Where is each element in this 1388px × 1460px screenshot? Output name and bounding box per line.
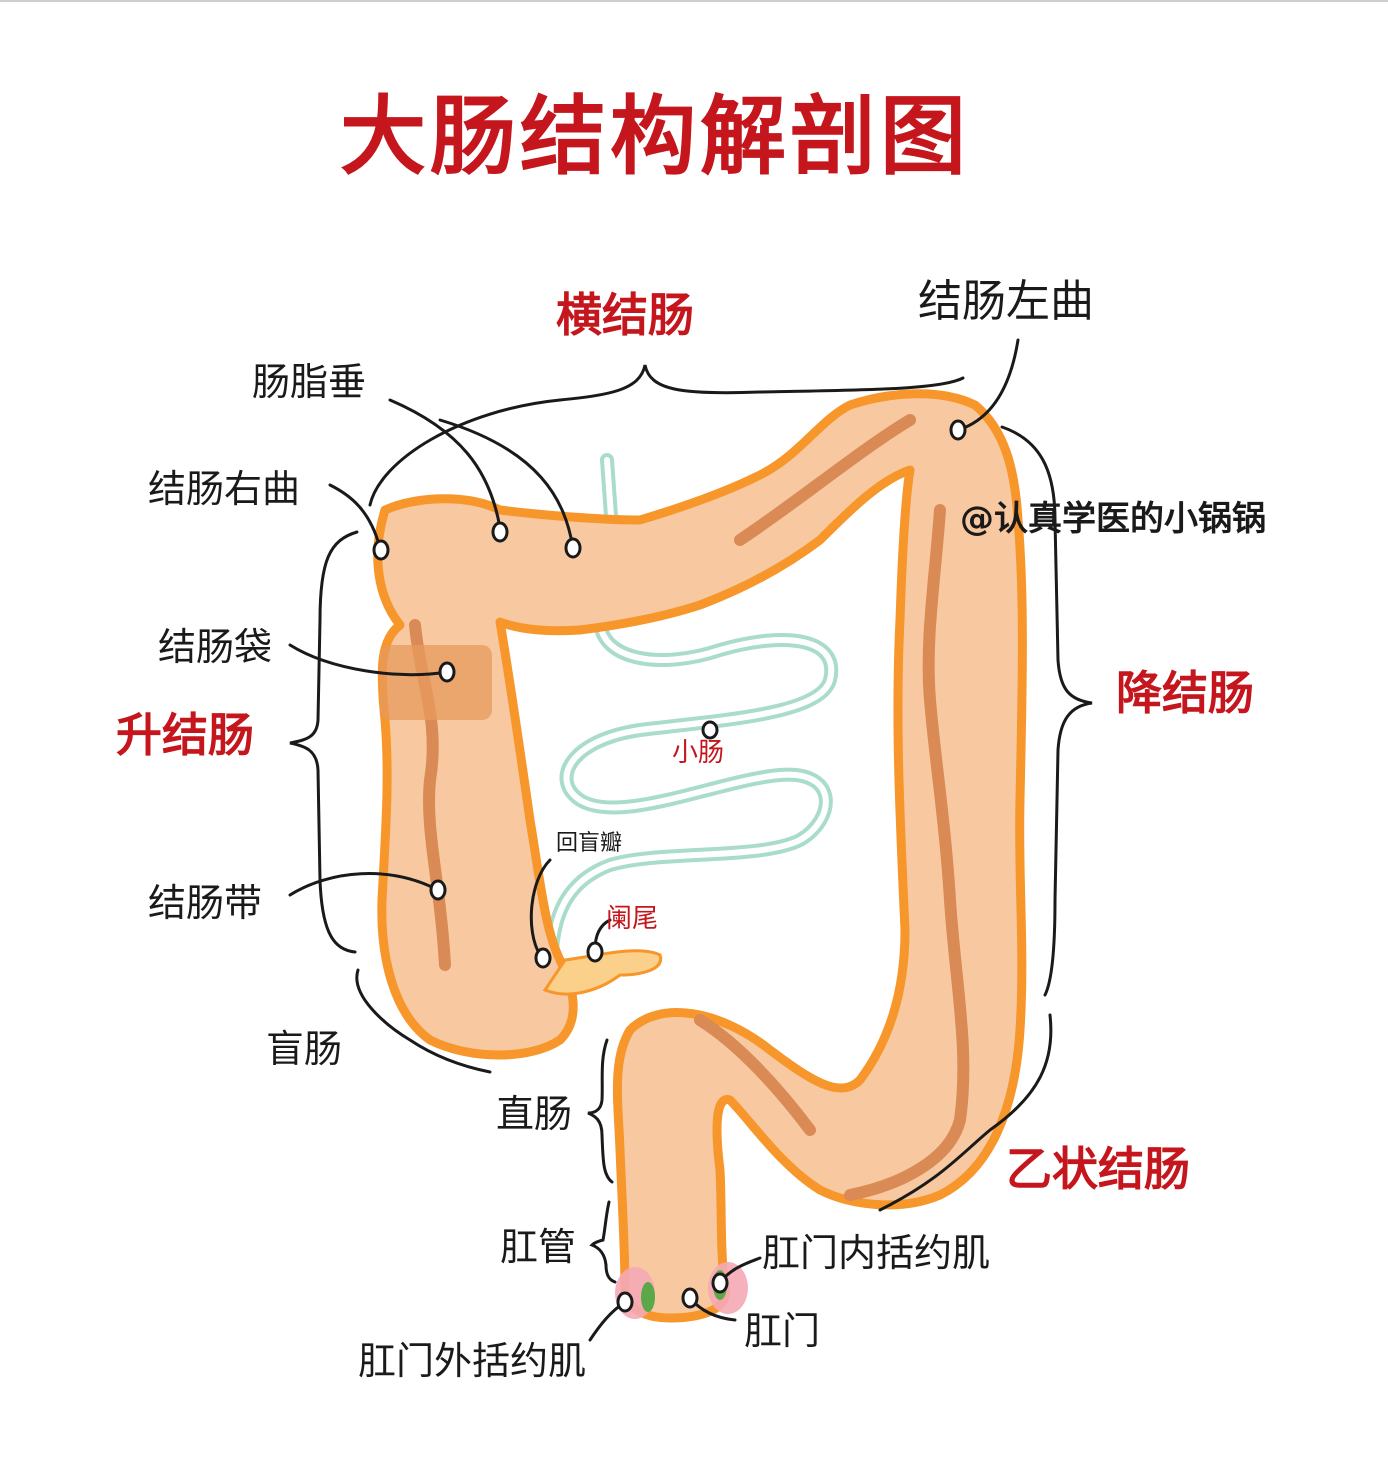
- label-sigmoid-colon: 乙状结肠: [1006, 1142, 1190, 1196]
- top-border: [0, 0, 1388, 2]
- label-anal-canal: 肛管: [500, 1225, 577, 1269]
- label-haustra: 结肠袋: [158, 625, 273, 669]
- marker-circles: [372, 419, 967, 1313]
- watermark: @认真学医的小锅锅: [960, 499, 1266, 539]
- label-anus: 肛门: [744, 1309, 821, 1353]
- label-external-sphincter: 肛门外括约肌: [358, 1339, 587, 1383]
- label-small-intestine: 小肠: [672, 738, 725, 768]
- label-right-flexure: 结肠右曲: [148, 467, 301, 511]
- internal-sphincter-left: [641, 1282, 655, 1312]
- label-transverse-colon: 横结肠: [556, 288, 694, 342]
- label-descending-colon: 降结肠: [1116, 666, 1254, 720]
- appendix-shape: [542, 949, 663, 996]
- label-ascending-colon: 升结肠: [116, 708, 254, 762]
- label-rectum: 直肠: [496, 1092, 573, 1136]
- label-internal-sphincter: 肛门内括约肌: [762, 1231, 991, 1275]
- label-appendix: 阑尾: [606, 904, 659, 934]
- label-ileocecal-valve: 回盲瓣: [556, 831, 623, 856]
- bracket-lines: [289, 364, 1093, 1284]
- label-epiploic-appendages: 肠脂垂: [252, 360, 367, 404]
- label-left-flexure: 结肠左曲: [918, 276, 1094, 327]
- label-taenia-coli: 结肠带: [148, 881, 263, 925]
- label-cecum: 盲肠: [266, 1027, 343, 1071]
- diagram-title: 大肠结构解剖图: [340, 87, 970, 187]
- haustra-segment: [380, 645, 492, 720]
